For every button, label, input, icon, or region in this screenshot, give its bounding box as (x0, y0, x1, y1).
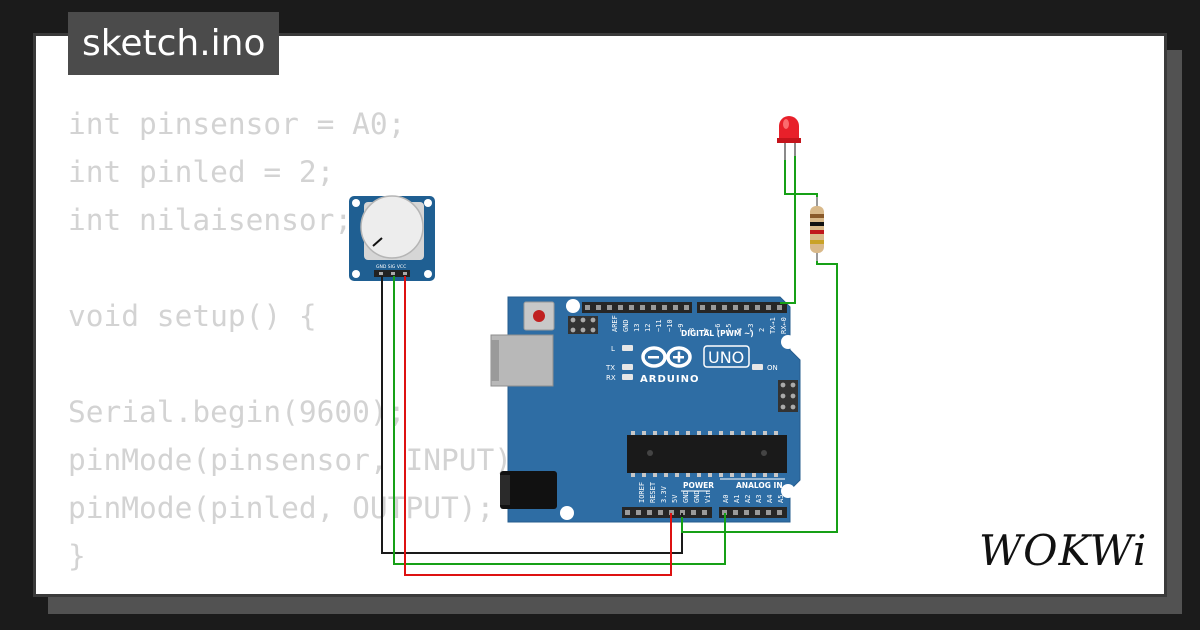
wokwi-logo: WOKWi (975, 518, 1150, 582)
led-label-on: ON (767, 364, 778, 372)
power-header[interactable] (622, 507, 712, 518)
analog-pin-label: A2 (744, 495, 752, 503)
vcc-wire[interactable] (404, 276, 672, 576)
led-label-rx: RX (606, 374, 616, 382)
microcontroller-chip (627, 431, 787, 477)
led-cathode-wire[interactable] (780, 156, 796, 304)
power-pin-label: 3.3V (660, 485, 668, 503)
wokwi-logo-text: WOKWi (979, 526, 1147, 575)
digital-pin-label: 8 (688, 328, 696, 332)
usb-port (490, 334, 554, 387)
digital-pin-label: 2 (758, 328, 766, 332)
red-led[interactable] (777, 116, 801, 160)
code-line: int pinled = 2; (68, 155, 335, 189)
digital-pin-label: RX←0 (780, 317, 788, 334)
power-header-label: POWER (683, 481, 714, 490)
code-line: void setup() { (68, 299, 317, 333)
code-line: Serial.begin(9600); (68, 395, 406, 429)
board-brand: ARDUINO (640, 374, 699, 385)
digital-header-label: DIGITAL (PWM ~) (681, 329, 754, 338)
reset-button[interactable] (523, 301, 555, 331)
arduino-uno-board[interactable]: AREF GND 13 12 ~11 ~10 ~9 8 7 ~6 ~5 4 ~3… (490, 296, 801, 523)
digital-pin-label: ~3 (747, 324, 755, 332)
digital-pin-label: 13 (633, 324, 641, 332)
analog-header[interactable] (719, 507, 787, 518)
signal-wire[interactable] (393, 276, 726, 565)
potentiometer-knob[interactable] (360, 195, 424, 259)
digital-pin-label: 12 (644, 324, 652, 332)
digital-pin-label: AREF (611, 315, 619, 332)
power-pin-label: GND (682, 490, 690, 503)
led-anode-wire[interactable] (784, 160, 818, 197)
icsp-header (568, 316, 598, 334)
code-line: } (68, 539, 86, 573)
wires (381, 156, 838, 576)
code-line: int pinsensor = A0; (68, 107, 406, 141)
digital-pin-label: TX→1 (769, 317, 777, 334)
digital-pin-label: ~6 (714, 324, 722, 332)
digital-pin-label: 7 (703, 328, 711, 332)
power-pin-label: Vin (704, 490, 712, 503)
file-tab[interactable]: sketch.ino (68, 12, 280, 75)
power-pin-label: IOREF (638, 482, 646, 503)
board-leds (622, 345, 763, 380)
potentiometer-module[interactable]: GND SIG VCC (349, 195, 435, 281)
analog-pin-label: A5 (777, 495, 785, 503)
power-pin-label: RESET (649, 481, 657, 503)
code-line: pinMode(pinled, OUTPUT); (68, 491, 495, 525)
power-jack (500, 471, 557, 509)
power-pin-label: GND (693, 490, 701, 503)
board-model: UNO (708, 348, 744, 367)
led-label-tx: TX (605, 364, 615, 372)
analog-header-label: ANALOG IN (736, 481, 783, 490)
digital-pin-label: ~11 (655, 319, 663, 332)
icsp-header-right (778, 380, 798, 412)
arduino-logo-icon (641, 346, 692, 368)
digital-pin-label: ~10 (666, 319, 674, 332)
potentiometer-pin-labels: GND SIG VCC (376, 264, 406, 270)
digital-pin-label: ~9 (677, 324, 685, 332)
digital-pin-label: 4 (736, 328, 744, 332)
digital-pin-label: ~5 (725, 324, 733, 332)
analog-pin-label: A4 (766, 495, 774, 503)
analog-pin-label: A1 (733, 495, 741, 503)
analog-pin-label: A3 (755, 495, 763, 503)
digital-header[interactable] (582, 302, 787, 313)
resistor-to-gnd-wire[interactable] (681, 261, 838, 533)
code-line: int nilaisensor; (68, 203, 353, 237)
resistor[interactable] (810, 196, 824, 262)
power-pin-label: 5V (671, 494, 679, 503)
digital-pin-label: GND (622, 319, 630, 332)
analog-pin-label: A0 (722, 495, 730, 503)
led-label-l: L (611, 345, 615, 353)
